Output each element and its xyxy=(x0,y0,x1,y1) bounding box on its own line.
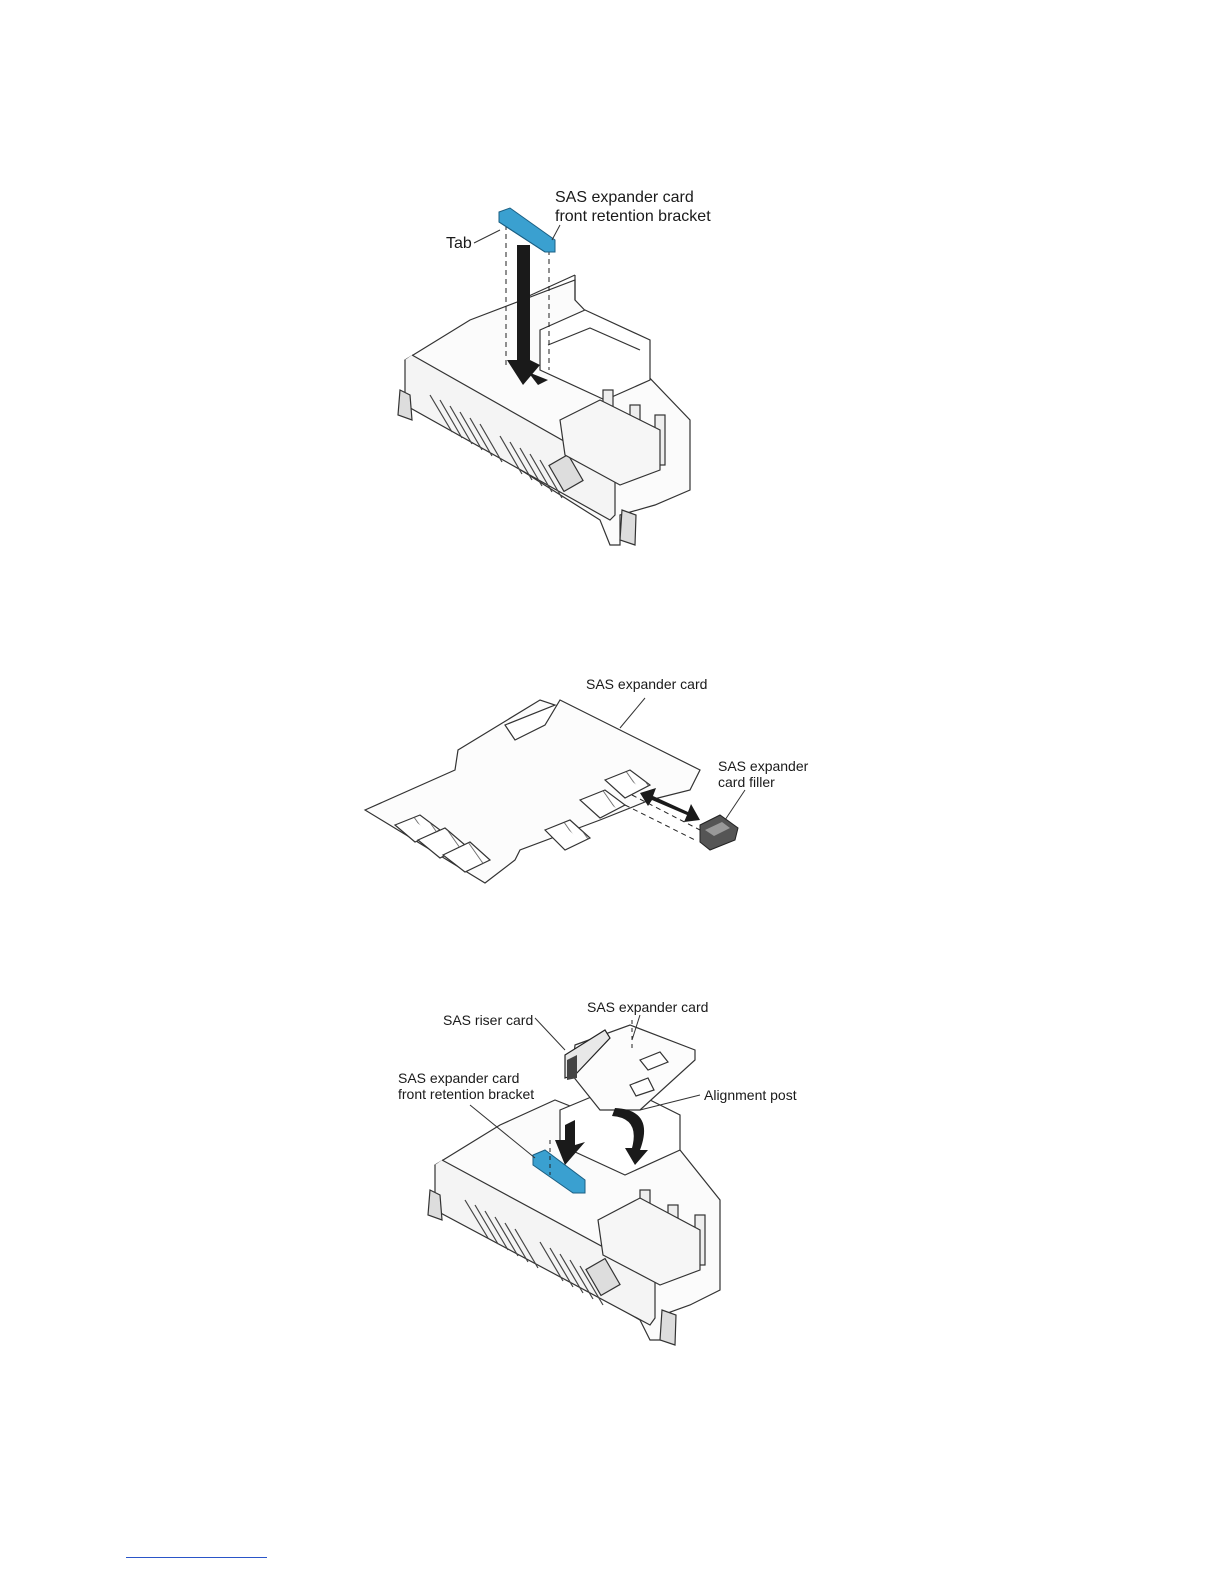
fig1-bracket-label-line2: front retention bracket xyxy=(555,207,711,226)
fig2-card-label: SAS expander card xyxy=(586,676,707,693)
fig1-bracket-label-line1: SAS expander card xyxy=(555,188,694,207)
fig3-bracket-label-line2: front retention bracket xyxy=(398,1086,534,1103)
figure-3-expander-card xyxy=(572,1025,695,1110)
figure-1-chassis xyxy=(398,275,690,545)
fig2-filler-label-line2: card filler xyxy=(718,774,775,791)
fig2-filler-label-line1: SAS expander xyxy=(718,758,808,775)
fig3-alignment-post-label: Alignment post xyxy=(704,1087,797,1104)
fig3-expander-label: SAS expander card xyxy=(587,999,708,1016)
fig3-bracket-label-line1: SAS expander card xyxy=(398,1070,519,1087)
fig3-riser-label: SAS riser card xyxy=(443,1012,533,1029)
footer-link-rule[interactable] xyxy=(126,1557,267,1558)
fig1-tab-label: Tab xyxy=(446,234,472,253)
figure-2-filler xyxy=(700,815,738,850)
